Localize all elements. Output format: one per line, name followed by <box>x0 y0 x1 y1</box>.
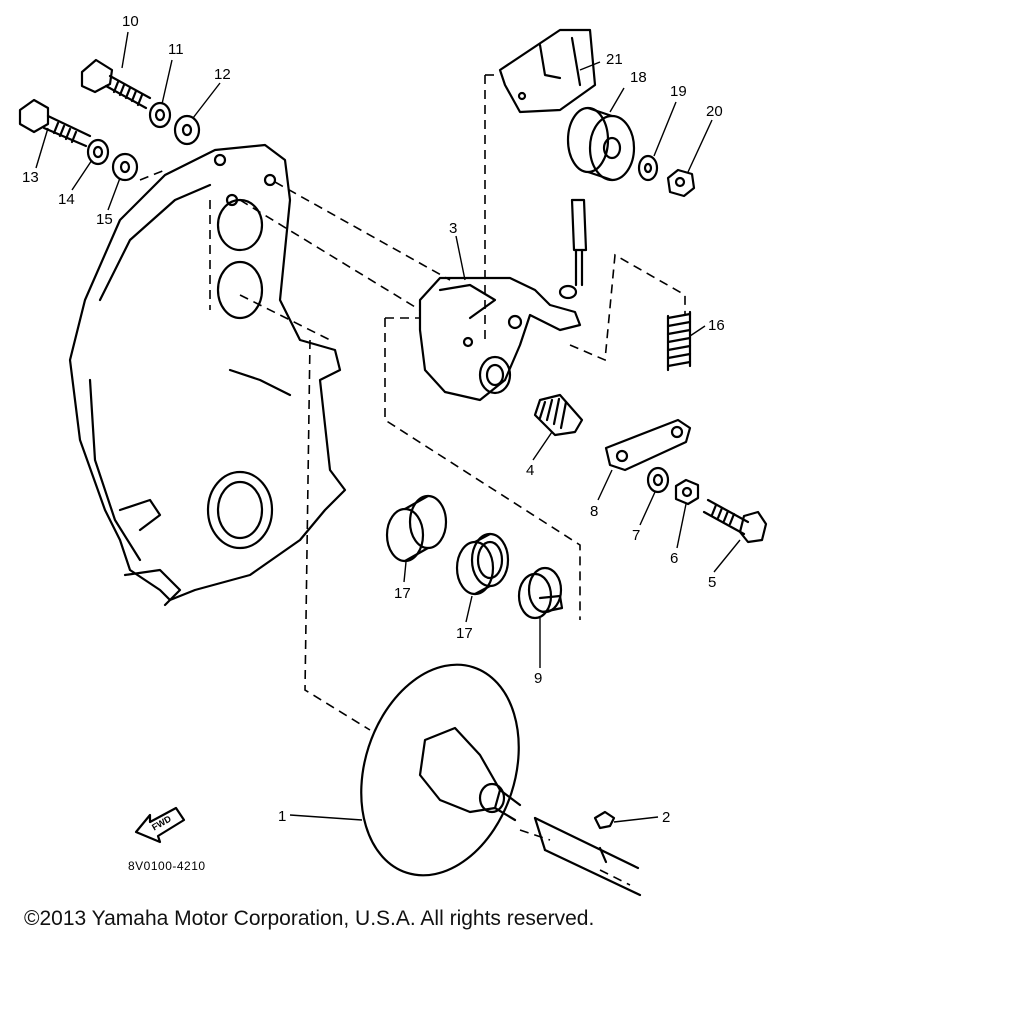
arm-8 <box>604 418 692 472</box>
bracket-21 <box>498 28 597 114</box>
nut-20 <box>666 168 696 198</box>
callout-3: 3 <box>449 220 457 237</box>
bolt-5 <box>702 498 768 544</box>
nut-6 <box>674 478 700 506</box>
part-callouts: 10 11 12 13 14 15 21 18 19 20 3 16 4 8 7… <box>22 13 725 826</box>
callout-7: 7 <box>632 527 640 544</box>
callout-14: 14 <box>58 191 75 208</box>
callout-6: 6 <box>670 550 678 567</box>
assembly-lines <box>139 74 686 886</box>
spring-16 <box>666 310 692 372</box>
roller-18 <box>566 106 636 182</box>
leader-lines <box>35 31 741 823</box>
key-2 <box>593 810 616 830</box>
housing-case <box>68 143 347 607</box>
callout-21: 21 <box>606 51 623 68</box>
callout-2: 2 <box>662 809 670 826</box>
shaft-9 <box>517 566 564 620</box>
callout-15: 15 <box>96 211 113 228</box>
washer-19 <box>637 154 659 182</box>
callout-1: 1 <box>278 808 286 825</box>
washer-15 <box>111 152 139 182</box>
callout-10: 10 <box>122 13 139 30</box>
washer-11 <box>148 101 172 129</box>
callout-18: 18 <box>630 69 647 86</box>
cable-pin <box>558 198 588 300</box>
callout-12: 12 <box>214 66 231 83</box>
callout-20: 20 <box>706 103 723 120</box>
washer-7 <box>646 466 670 494</box>
callout-17a: 17 <box>394 585 411 602</box>
callout-13: 13 <box>22 169 39 186</box>
diagram-reference-code: 8V0100-4210 <box>128 859 206 873</box>
exploded-parts-diagram: 10 11 12 13 14 15 21 18 19 20 3 16 4 8 7… <box>18 13 768 897</box>
callout-16: 16 <box>708 317 725 334</box>
callout-11: 11 <box>168 41 184 58</box>
callout-9: 9 <box>534 670 542 687</box>
lever-housing-3 <box>418 276 582 402</box>
bolt-10 <box>80 58 152 110</box>
adjuster-4 <box>533 393 584 437</box>
callout-8: 8 <box>590 503 598 520</box>
driveshaft <box>533 816 642 897</box>
bushing-17a <box>385 494 448 563</box>
washer-14 <box>86 138 110 166</box>
bolt-13 <box>18 98 92 148</box>
forward-arrow-icon <box>134 806 186 844</box>
callout-5: 5 <box>708 574 716 591</box>
bushing-17b <box>455 532 510 596</box>
pulley-1 <box>360 663 522 877</box>
callout-4: 4 <box>526 462 534 479</box>
washer-12 <box>173 114 201 146</box>
callout-17b: 17 <box>456 625 473 642</box>
callout-19: 19 <box>670 83 687 100</box>
copyright-notice: ©2013 Yamaha Motor Corporation, U.S.A. A… <box>24 907 595 930</box>
